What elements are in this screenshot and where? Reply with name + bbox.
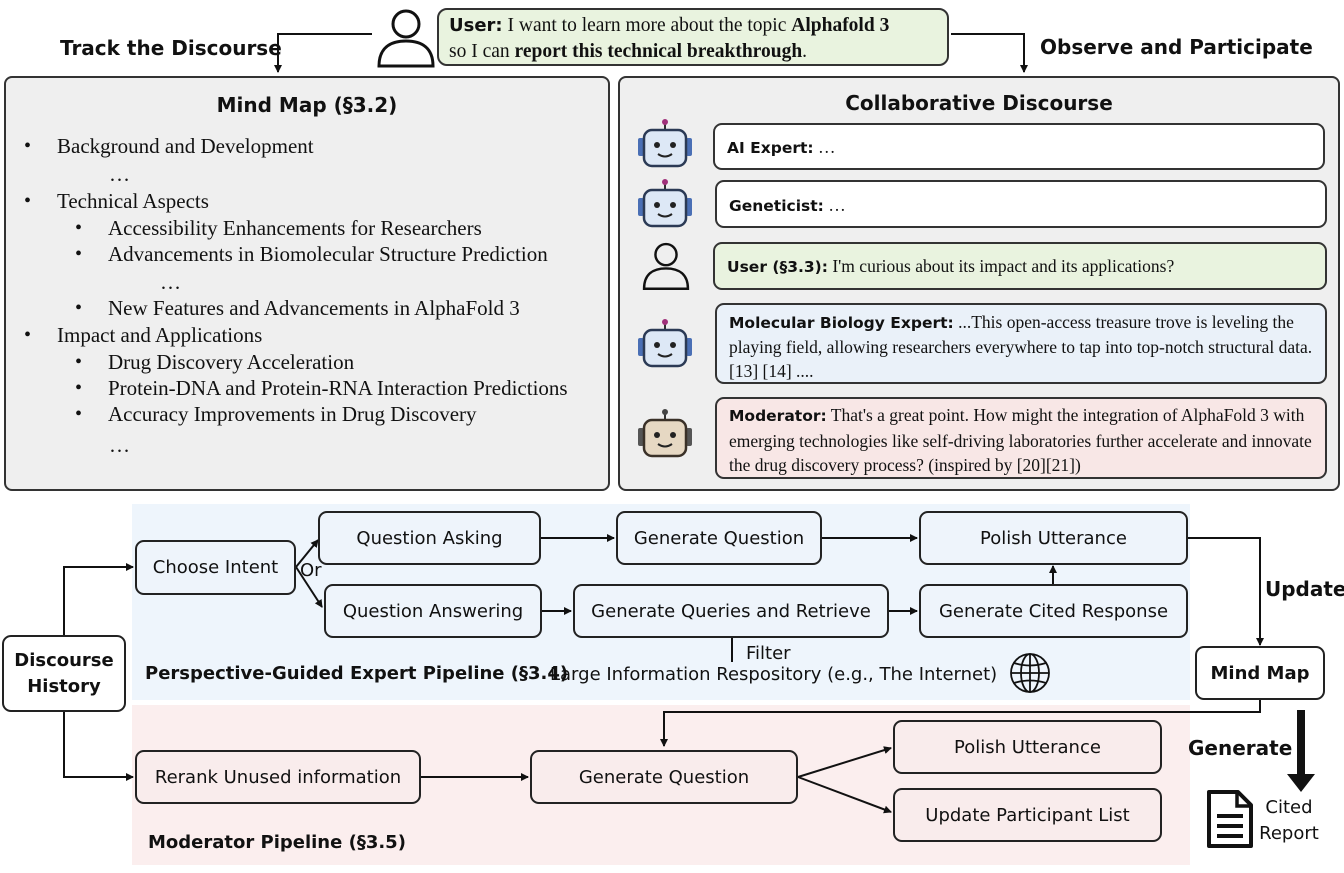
question-answering-node: Question Answering: [324, 584, 542, 638]
expert-pipeline-label: Perspective-Guided Expert Pipeline (§3.4…: [145, 663, 569, 684]
mind-map-item: Protein-DNA and Protein-RNA Interaction …: [108, 376, 568, 400]
turn-user: User (§3.3): I'm curious about its impac…: [713, 242, 1327, 290]
generate-label: Generate: [1188, 736, 1293, 760]
mind-map-item: …: [160, 270, 181, 294]
cited-report-label: Cited Report: [1259, 797, 1319, 844]
rerank-node: Rerank Unused information: [135, 750, 421, 804]
mind-map-item: Background and Development: [57, 134, 314, 158]
user-message-topic: Alphafold 3: [791, 15, 890, 36]
mind-map-title: Mind Map (§3.2): [216, 93, 398, 117]
turn-text: ...This open-access treasure trove is le…: [729, 312, 1313, 381]
moderator-polish-utterance-node: Polish Utterance: [893, 720, 1162, 774]
filter-label: Filter: [746, 643, 791, 664]
bullet-marker: •: [24, 135, 32, 157]
mind-map-item: …: [109, 162, 130, 186]
mind-map-panel: Mind Map (§3.2): [4, 76, 610, 491]
turn-speaker: User (§3.3):: [727, 258, 828, 276]
turn-speaker: Moderator:: [729, 407, 827, 425]
user-message-speaker: User:: [449, 15, 503, 36]
turn-text: …: [817, 137, 836, 157]
mind-map-node: Mind Map: [1195, 646, 1325, 700]
generate-question-node: Generate Question: [616, 511, 822, 565]
bullet-marker: •: [75, 217, 83, 239]
mind-map-item: Technical Aspects: [57, 189, 209, 213]
turn-speaker: AI Expert:: [727, 139, 814, 157]
track-discourse-label: Track the Discourse: [60, 36, 282, 60]
turn-ai-expert: AI Expert: …: [713, 123, 1325, 170]
question-asking-node: Question Asking: [318, 511, 541, 565]
turn-molecular-biology-expert: Molecular Biology Expert: ...This open-a…: [715, 303, 1327, 384]
user-icon: [642, 242, 690, 290]
generate-cited-response-node: Generate Cited Response: [919, 584, 1188, 638]
turn-text: That's a great point. How might the inte…: [729, 405, 1312, 475]
document-icon: [1207, 790, 1253, 848]
bullet-marker: •: [75, 297, 83, 319]
generate-queries-node: Generate Queries and Retrieve: [573, 584, 889, 638]
user-icon: [377, 9, 435, 68]
bullet-marker: •: [75, 403, 83, 425]
robot-icon: [638, 179, 692, 228]
discourse-history-node: Discourse History: [2, 635, 126, 712]
robot-icon: [638, 119, 692, 168]
mind-map-item: Drug Discovery Acceleration: [108, 350, 355, 374]
bullet-marker: •: [24, 190, 32, 212]
user-message-end: .: [802, 41, 808, 62]
mind-map-item: Accuracy Improvements in Drug Discovery: [108, 402, 477, 426]
bullet-marker: •: [75, 377, 83, 399]
mind-map-item: Accessibility Enhancements for Researche…: [108, 216, 482, 240]
turn-moderator: Moderator: That's a great point. How mig…: [715, 397, 1327, 479]
observe-participate-label: Observe and Participate: [1040, 35, 1313, 59]
mind-map-item: Advancements in Biomolecular Structure P…: [108, 242, 548, 266]
bullet-marker: •: [24, 324, 32, 346]
bullet-marker: •: [75, 351, 83, 373]
mind-map-item: …: [109, 433, 130, 457]
mind-map-item: Impact and Applications: [57, 323, 263, 347]
polish-utterance-node: Polish Utterance: [919, 511, 1188, 565]
moderator-pipeline-label: Moderator Pipeline (§3.5): [148, 832, 406, 853]
turn-speaker: Geneticist:: [729, 197, 824, 215]
user-message-part2: so I can: [449, 41, 510, 62]
user-message-part1: I want to learn more about the topic: [507, 15, 787, 36]
user-message-bubble: User: I want to learn more about the top…: [437, 8, 949, 66]
turn-speaker: Molecular Biology Expert:: [729, 314, 954, 332]
moderator-robot-icon: [638, 409, 692, 458]
turn-text: …: [828, 195, 846, 215]
repository-label: Large Information Respository (e.g., The…: [550, 664, 998, 685]
update-label: Update: [1265, 577, 1344, 601]
update-participant-list-node: Update Participant List: [893, 788, 1162, 842]
moderator-generate-question-node: Generate Question: [530, 750, 798, 804]
choose-intent-node: Choose Intent: [135, 540, 296, 595]
or-label: Or: [300, 560, 322, 581]
globe-icon: [1010, 653, 1050, 693]
turn-geneticist: Geneticist: …: [715, 180, 1327, 228]
user-message-goal: report this technical breakthrough: [514, 41, 803, 62]
robot-icon: [638, 319, 692, 368]
mind-map-item: New Features and Advancements in AlphaFo…: [108, 296, 520, 320]
turn-text: I'm curious about its impact and its app…: [832, 256, 1175, 276]
bullet-marker: •: [75, 243, 83, 265]
discourse-title: Collaborative Discourse: [845, 91, 1113, 115]
